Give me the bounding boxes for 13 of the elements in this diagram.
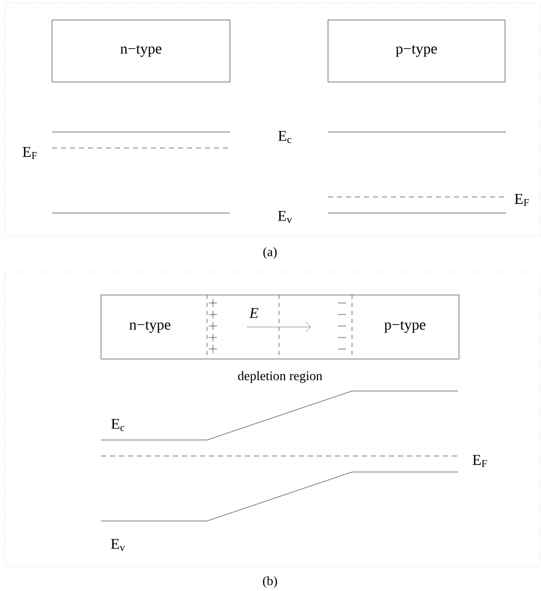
material-box: n−type bbox=[52, 20, 230, 82]
panel-label: (b) bbox=[263, 576, 278, 588]
panel-label: (a) bbox=[263, 247, 277, 259]
label-text: E$_{v}$ bbox=[110, 538, 125, 552]
label-text: E$_{F}$ bbox=[472, 455, 487, 467]
label-text: E$_{c}$ bbox=[111, 418, 124, 432]
label-text: E$_{v}$ bbox=[278, 210, 292, 224]
label-text: E$_{F}$ bbox=[514, 194, 529, 206]
material-box: p−type bbox=[328, 20, 506, 82]
label-text: E$_{c}$ bbox=[278, 130, 292, 144]
region-label: depletion region bbox=[238, 371, 322, 383]
label-text: E$_{F}$ bbox=[22, 147, 37, 159]
field-label: E bbox=[249, 308, 258, 318]
